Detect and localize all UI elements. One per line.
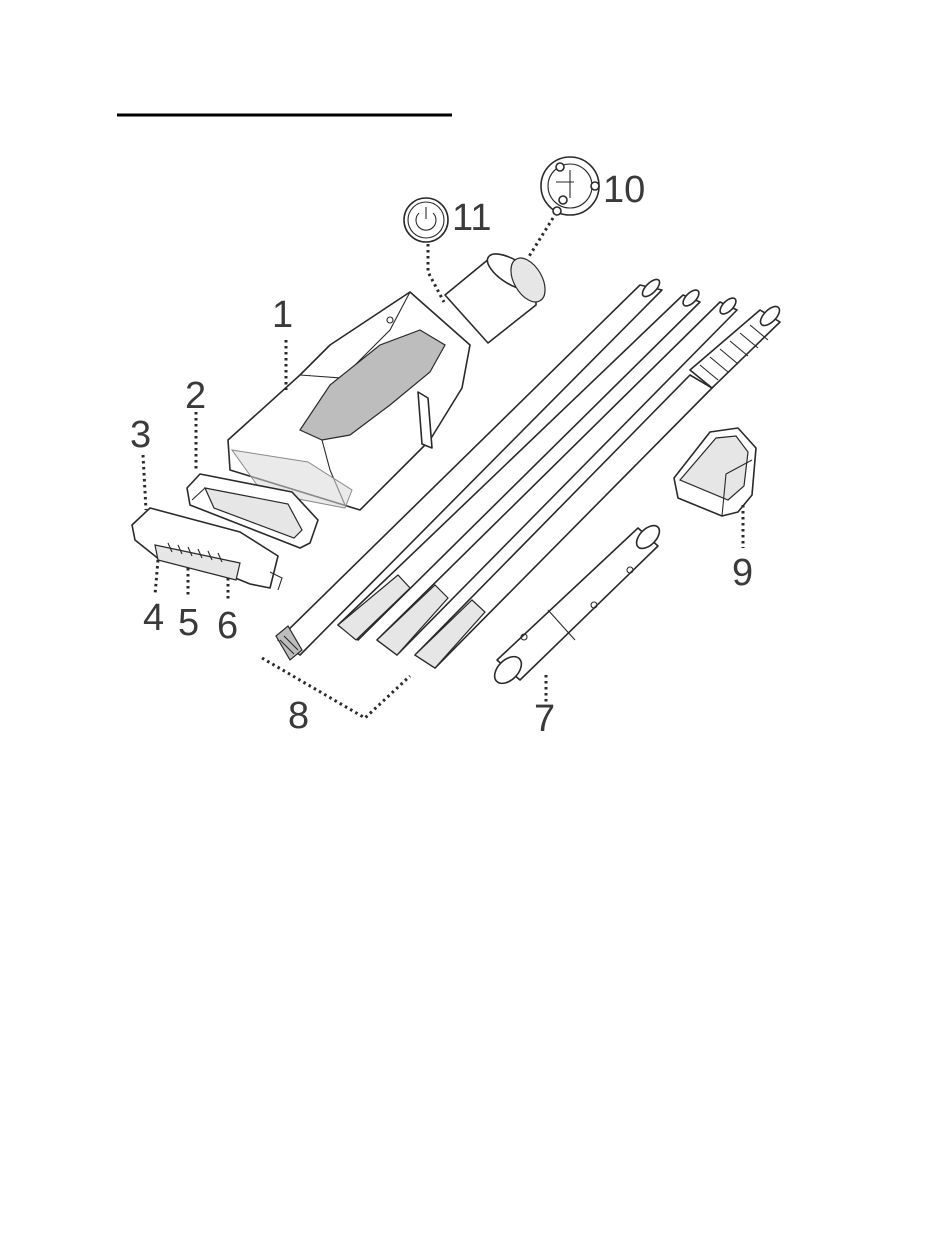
callout-7: 7 (534, 698, 555, 740)
callout-2: 2 (185, 375, 206, 417)
callout-8: 8 (288, 695, 309, 737)
callout-1: 1 (272, 294, 293, 336)
callout-10: 10 (603, 169, 645, 211)
power-button-part (404, 198, 448, 242)
callout-5: 5 (178, 602, 199, 644)
callout-3: 3 (130, 414, 151, 456)
callout-6: 6 (217, 605, 238, 647)
callout-9: 9 (732, 552, 753, 594)
connector-tube-part (490, 521, 664, 688)
callout-11: 11 (452, 197, 491, 239)
callout-4: 4 (143, 597, 164, 639)
end-cap-part (541, 157, 599, 215)
small-cap-part (674, 428, 756, 516)
